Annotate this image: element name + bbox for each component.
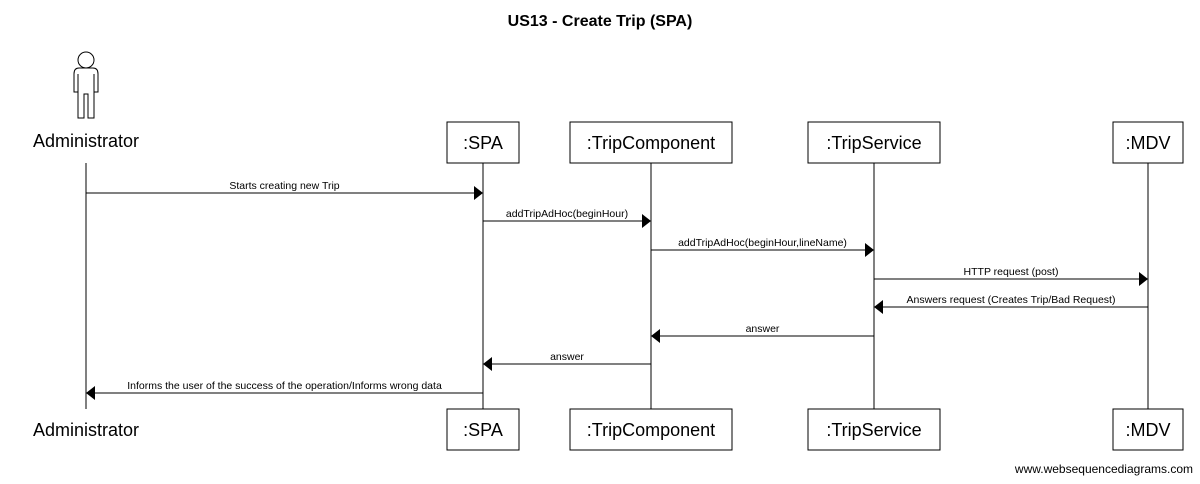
participant-label-mdv-bottom: :MDV <box>1126 420 1171 440</box>
participant-box-tripsvc-bottom <box>807 408 941 451</box>
participant-box-spa-top <box>446 121 520 164</box>
message-label-1: Starts creating new Trip <box>229 180 339 192</box>
arrowhead-icon <box>1139 272 1148 286</box>
participant-box-spa-bottom <box>446 408 520 451</box>
participant-label-spa-top: :SPA <box>463 133 503 153</box>
message-2: addTripAdHoc(beginHour) <box>483 208 651 228</box>
message-7: answer <box>483 351 651 371</box>
participant-box-tripcomp-bottom <box>569 408 733 451</box>
messages: Starts creating new Trip addTripAdHoc(beg… <box>86 180 1148 400</box>
watermark: www.websequencediagrams.com <box>1014 462 1193 476</box>
message-1: Starts creating new Trip <box>86 180 483 200</box>
participant-label-tripsvc-bottom: :TripService <box>826 420 921 440</box>
message-label-7: answer <box>550 351 584 363</box>
participant-label-spa-bottom: :SPA <box>463 420 503 440</box>
arrowhead-icon <box>642 214 651 228</box>
actor-icon <box>73 51 99 119</box>
participant-label-mdv-top: :MDV <box>1126 133 1171 153</box>
lifelines <box>85 163 1149 409</box>
participant-label-tripcomp-bottom: :TripComponent <box>587 420 715 440</box>
participant-label-tripcomp-top: :TripComponent <box>587 133 715 153</box>
arrowhead-icon <box>474 186 483 200</box>
participant-boxes: AdministratorAdministrator:SPA:SPA:TripC… <box>33 121 1184 451</box>
message-label-6: answer <box>746 323 780 335</box>
message-8: Informs the user of the success of the o… <box>86 380 483 400</box>
message-label-2: addTripAdHoc(beginHour) <box>506 208 628 220</box>
message-5: Answers request (Creates Trip/Bad Reques… <box>874 294 1148 314</box>
arrowhead-icon <box>874 300 883 314</box>
message-label-4: HTTP request (post) <box>964 266 1059 278</box>
participant-box-tripcomp-top <box>569 121 733 164</box>
participant-box-tripsvc-top <box>807 121 941 164</box>
participant-label-admin-bottom: Administrator <box>33 420 139 440</box>
message-6: answer <box>651 323 874 343</box>
message-label-3: addTripAdHoc(beginHour,lineName) <box>678 237 847 249</box>
message-label-8: Informs the user of the success of the o… <box>127 380 442 392</box>
diagram-title: US13 - Create Trip (SPA) <box>508 13 693 30</box>
arrowhead-icon <box>865 243 874 257</box>
arrowhead-icon <box>86 386 95 400</box>
arrowhead-icon <box>483 357 492 371</box>
participant-box-mdv-bottom <box>1112 408 1184 451</box>
participant-label-admin-top: Administrator <box>33 131 139 151</box>
message-4: HTTP request (post) <box>874 266 1148 286</box>
participant-box-mdv-top <box>1112 121 1184 164</box>
participant-label-tripsvc-top: :TripService <box>826 133 921 153</box>
arrowhead-icon <box>651 329 660 343</box>
message-label-5: Answers request (Creates Trip/Bad Reques… <box>907 294 1116 306</box>
message-3: addTripAdHoc(beginHour,lineName) <box>651 237 874 257</box>
